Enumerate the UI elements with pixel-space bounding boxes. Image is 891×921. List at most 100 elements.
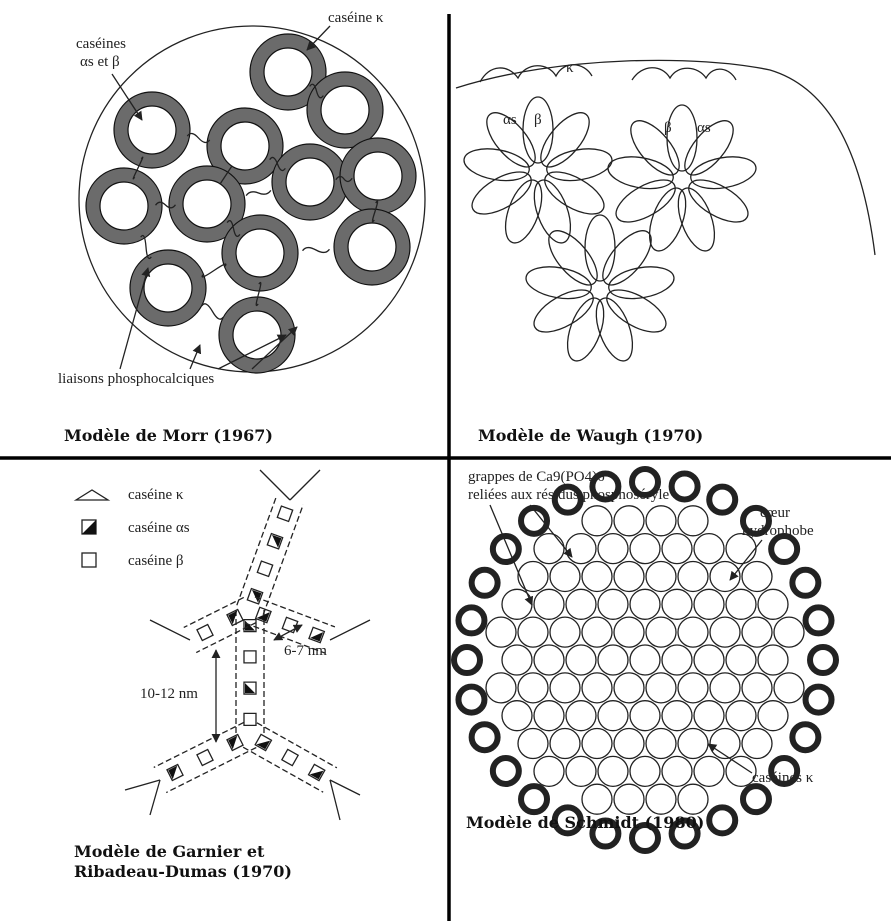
morr-ring-inner-edge — [128, 106, 176, 154]
morr-phosphocalcic-link — [202, 304, 223, 319]
morr-label-caseines: caséines — [76, 36, 126, 52]
schmidt-submicelle — [534, 645, 564, 675]
morr-label-liaisons: liaisons phosphocalciques — [58, 371, 214, 387]
morr-submicelle-ring — [257, 41, 319, 103]
waugh-subunit-petal — [528, 282, 600, 341]
schmidt-submicelle — [550, 729, 580, 759]
morr-ring-inner-edge — [183, 180, 231, 228]
garnier-dim-width-arrow — [274, 625, 302, 640]
schmidt-kappa-surface-submicelle — [771, 536, 797, 562]
legend-triangle-icon — [76, 490, 108, 500]
schmidt-label-coeur-2: hydrophobe — [742, 523, 814, 539]
schmidt-submicelle — [758, 645, 788, 675]
schmidt-submicelle — [566, 645, 596, 675]
garnier-beta-unit — [244, 713, 256, 725]
waugh-subunit-petal — [527, 175, 578, 247]
waugh-label-kappa: κ — [566, 60, 574, 76]
morr-submicelle-ring — [314, 79, 376, 141]
garnier-beta-unit — [244, 651, 256, 663]
schmidt-submicelle — [678, 784, 708, 814]
garnier-branch-end — [260, 470, 290, 500]
schmidt-submicelle — [534, 701, 564, 731]
waugh-subunit-petal — [466, 164, 538, 223]
garnier-beta-unit — [197, 624, 213, 640]
schmidt-submicelle — [646, 673, 676, 703]
legend-empty-square-icon — [82, 553, 96, 567]
garnier-chain-edge — [243, 723, 337, 792]
schmidt-kappa-surface-submicelle — [458, 687, 484, 713]
morr-submicelle-ring — [279, 151, 341, 213]
schmidt-submicelle — [582, 617, 612, 647]
schmidt-kappa-surface-submicelle — [806, 607, 832, 633]
morr-ring-inner-edge — [264, 48, 312, 96]
schmidt-submicelle — [582, 784, 612, 814]
garnier-caption-line2: Ribadeau-Dumas (1970) — [74, 862, 292, 881]
schmidt-submicelle — [662, 756, 692, 786]
schmidt-kappa-surface-submicelle — [792, 724, 818, 750]
schmidt-submicelle — [646, 506, 676, 536]
schmidt-submicelle — [758, 589, 788, 619]
morr-label-alpha-beta: αs et β — [80, 54, 120, 70]
schmidt-submicelle — [710, 617, 740, 647]
schmidt-submicelle — [550, 617, 580, 647]
schmidt-label-grappes-1: grappes de Ca9(PO4)6 — [468, 469, 605, 485]
schmidt-submicelle — [726, 589, 756, 619]
schmidt-submicelle — [614, 784, 644, 814]
waugh-panel: κ αs β β αs Modèle de Waugh (1970) — [456, 60, 875, 445]
schmidt-kappa-surface-submicelle — [792, 570, 818, 596]
morr-submicelle-ring — [137, 257, 199, 319]
morr-ring-inner-edge — [286, 158, 334, 206]
schmidt-submicelle — [550, 561, 580, 591]
schmidt-submicelle — [486, 673, 516, 703]
morr-arrow-liaison-2 — [190, 345, 200, 369]
waugh-label-alpha-right: αs — [697, 120, 711, 136]
morr-submicelle-ring — [214, 115, 276, 177]
schmidt-kappa-surface-submicelle — [743, 786, 769, 812]
schmidt-submicelle — [598, 701, 628, 731]
schmidt-submicelle — [662, 589, 692, 619]
schmidt-submicelle — [662, 534, 692, 564]
schmidt-submicelle — [630, 589, 660, 619]
schmidt-submicelle — [614, 673, 644, 703]
morr-ring-inner-edge — [354, 152, 402, 200]
schmidt-submicelle — [678, 506, 708, 536]
schmidt-submicelle — [598, 645, 628, 675]
schmidt-kappa-surface-submicelle — [672, 473, 698, 499]
schmidt-submicelle — [678, 617, 708, 647]
schmidt-submicelle — [694, 701, 724, 731]
morr-ring-inner-edge — [221, 122, 269, 170]
morr-submicelle-ring — [121, 99, 183, 161]
waugh-subunit-petal — [667, 105, 697, 171]
schmidt-submicelle — [614, 506, 644, 536]
schmidt-submicelle — [518, 729, 548, 759]
garnier-beta-unit — [282, 617, 297, 632]
schmidt-submicelle — [550, 673, 580, 703]
garnier-beta-unit — [282, 749, 298, 765]
schmidt-submicelle — [742, 673, 772, 703]
waugh-subunit-petal — [682, 172, 754, 231]
morr-submicelle-ring — [176, 173, 238, 235]
garnier-legend-kappa: caséine κ — [128, 487, 184, 503]
morr-ring-inner-edge — [236, 229, 284, 277]
schmidt-submicelle — [486, 617, 516, 647]
schmidt-kappa-surface-submicelle — [454, 647, 480, 673]
morr-ring-inner-edge — [100, 182, 148, 230]
morr-submicelle-ring — [341, 216, 403, 278]
schmidt-label-grappes-2: reliées aux résidus phosphoséryle — [468, 487, 670, 503]
schmidt-submicelle — [694, 589, 724, 619]
morr-phosphocalcic-link — [246, 190, 271, 195]
morr-ring-inner-edge — [321, 86, 369, 134]
waugh-subunit-petal — [532, 105, 597, 175]
schmidt-submicelle — [582, 506, 612, 536]
garnier-branch-end — [150, 620, 190, 640]
schmidt-submicelle — [662, 645, 692, 675]
waugh-subunit-petal — [594, 223, 659, 293]
garnier-legend-beta: caséine β — [128, 553, 184, 569]
schmidt-submicelle — [678, 729, 708, 759]
schmidt-submicelle — [742, 561, 772, 591]
schmidt-kappa-surface-submicelle — [709, 487, 735, 513]
waugh-label-beta-right: β — [664, 120, 672, 136]
waugh-subunit-petal — [642, 183, 693, 255]
schmidt-submicelle — [534, 534, 564, 564]
